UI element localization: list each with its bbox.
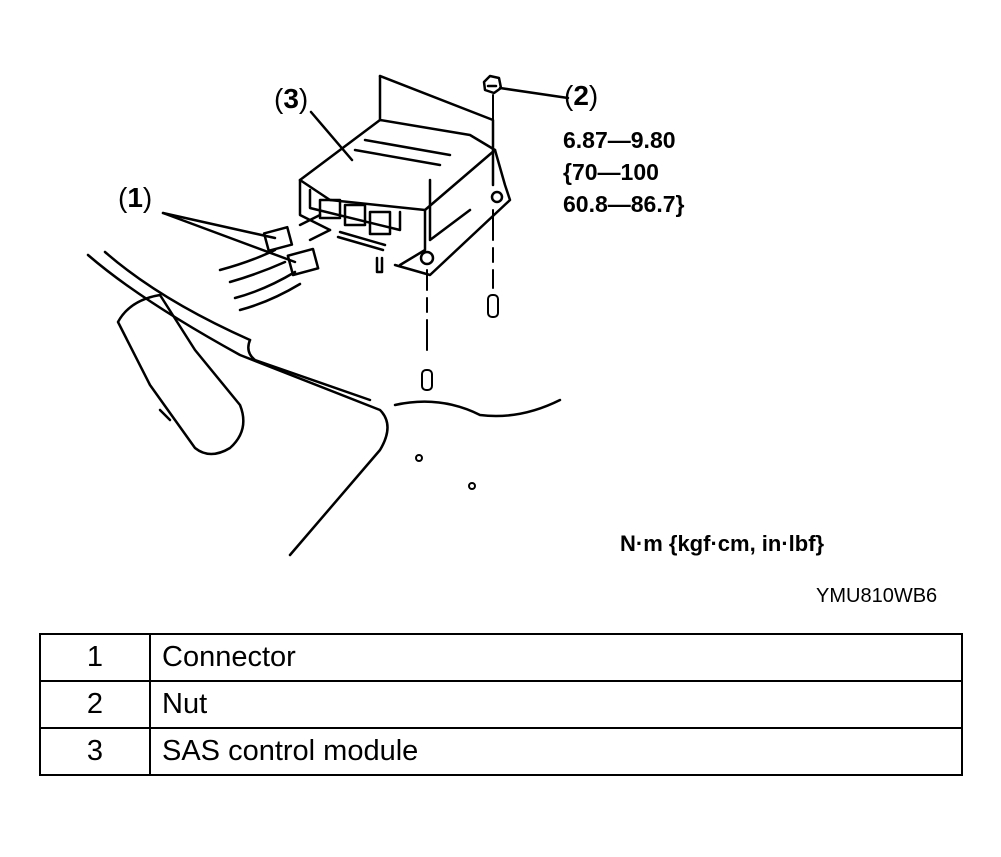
installation-illustration <box>86 74 570 557</box>
leader-lines <box>161 86 570 264</box>
wire-harness <box>218 248 302 312</box>
sas-control-module <box>298 74 512 277</box>
steering-column-outline <box>86 250 562 557</box>
panel-holes <box>415 454 476 490</box>
torque-kgfcm: {70—100 <box>563 159 659 185</box>
mounting-studs <box>421 94 499 391</box>
torque-inlbf: 60.8—86.7} <box>563 191 685 217</box>
legend-table: 1 Connector 2 Nut 3 SAS control module <box>39 633 963 776</box>
knee-pad <box>116 293 245 456</box>
legend-number: 2 <box>39 680 151 729</box>
legend-row: 3 SAS control module <box>39 727 963 776</box>
legend-description: Connector <box>149 633 963 682</box>
figure-code: YMU810WB6 <box>816 585 938 607</box>
torque-nm: 6.87—9.80 <box>563 127 676 153</box>
legend-row: 2 Nut <box>39 680 963 729</box>
nut-icon <box>482 74 503 95</box>
torque-units: N·m {kgf·cm, in·lbf} <box>620 531 825 556</box>
legend-number: 1 <box>39 633 151 682</box>
callout-3: (3) <box>274 83 309 114</box>
callout-1: (1) <box>118 182 153 213</box>
legend-description: SAS control module <box>149 727 963 776</box>
legend-row: 1 Connector <box>39 633 963 682</box>
legend-number: 3 <box>39 727 151 776</box>
callout-2: (2) <box>564 80 599 111</box>
legend-description: Nut <box>149 680 963 729</box>
